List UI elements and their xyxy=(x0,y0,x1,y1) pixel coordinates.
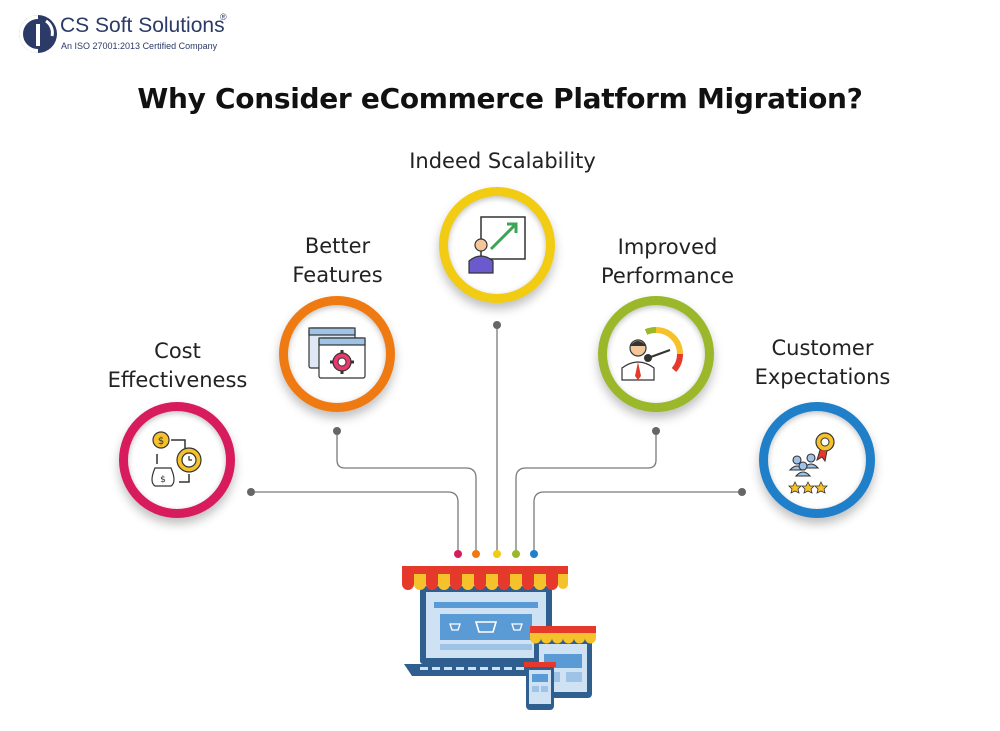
page-title: Why Consider eCommerce Platform Migratio… xyxy=(137,82,863,115)
svg-text:$: $ xyxy=(160,475,166,485)
brand-tagline: An ISO 27001:2013 Certified Company xyxy=(61,41,218,51)
growth-chart-presenter-icon xyxy=(468,216,526,274)
brand-mark-icon xyxy=(19,15,57,53)
label-line-1: Customer xyxy=(771,336,874,360)
label-line-2: Effectiveness xyxy=(107,368,248,392)
label-line-1: Cost xyxy=(154,339,201,363)
svg-text:$: $ xyxy=(158,436,164,447)
label-line-2: Performance xyxy=(600,264,735,288)
indeed-scalability-ring xyxy=(439,187,555,303)
label-line-1: Better xyxy=(304,234,371,258)
brand-logo: CS Soft Solutions ® An ISO 27001:2013 Ce… xyxy=(18,12,258,58)
feature-window-gear-icon xyxy=(308,327,366,379)
money-time-gear-icon: $ $ xyxy=(151,431,202,487)
improved-performance-ring xyxy=(598,296,714,412)
label-line-2: Features xyxy=(292,263,383,287)
label-line-1: Improved xyxy=(617,235,718,259)
customer-rating-badge-icon xyxy=(788,432,835,494)
label-indeed-scalability: Indeed Scalability xyxy=(380,147,625,176)
label-customer-expectations: Customer Expectations xyxy=(735,334,910,392)
label-line-2: Expectations xyxy=(754,365,891,389)
registered-mark: ® xyxy=(220,12,227,22)
label-line-1: Indeed Scalability xyxy=(409,149,596,173)
label-improved-performance: Improved Performance xyxy=(580,233,755,291)
label-better-features: Better Features xyxy=(270,232,405,290)
cost-effectiveness-ring: $ $ xyxy=(119,402,235,518)
online-store-devices-illustration xyxy=(402,566,596,710)
better-features-ring xyxy=(279,296,395,412)
performance-gauge-person-icon xyxy=(621,327,684,381)
brand-name: CS Soft Solutions xyxy=(60,14,225,37)
customer-expectations-ring xyxy=(759,402,875,518)
label-cost-effectiveness: Cost Effectiveness xyxy=(90,337,265,395)
